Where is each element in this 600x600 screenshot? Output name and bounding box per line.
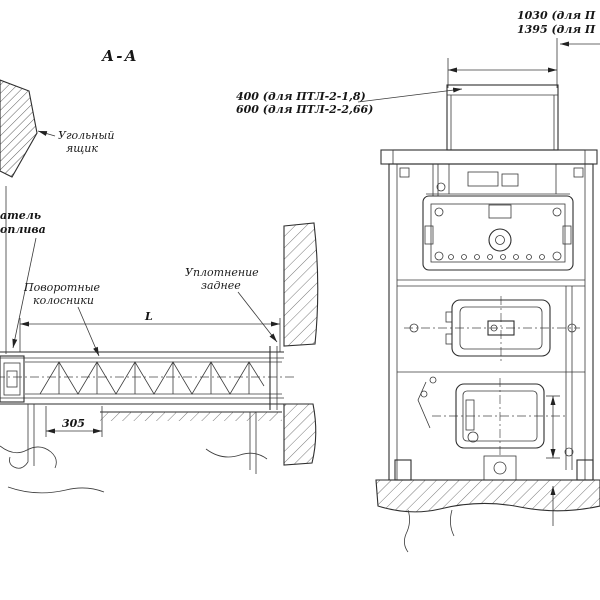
dim-600-text: 600 (для ПТЛ-2-2,66) — [236, 103, 373, 116]
upper-fittings — [426, 164, 570, 196]
seal-leader — [237, 291, 278, 343]
dim-400-text: 400 (для ПТЛ-2-1,8) — [236, 90, 366, 103]
coal-box — [0, 79, 56, 178]
right-pipe — [546, 286, 574, 470]
rear-wall — [283, 222, 319, 466]
burner-assembly — [422, 195, 574, 271]
lower-door — [417, 376, 568, 458]
coal-box-label-line1: Угольный — [58, 129, 114, 142]
seal-label-line2: заднее — [201, 279, 241, 292]
ash-lever — [417, 381, 431, 429]
coal-box-label-line2: ящик — [66, 142, 98, 155]
dim-length-text: L — [144, 310, 153, 323]
chimney-duct — [446, 84, 559, 194]
section-title: А-А — [101, 47, 139, 65]
left-section-view: А-А Угольный ящик атель оплива Поворотны… — [0, 47, 319, 494]
dim-duct-width — [447, 38, 558, 88]
middle-door — [404, 296, 580, 362]
front-view: 1030 (для П 1395 (для П 400 (для ПТЛ-2-1… — [236, 9, 600, 553]
foundation — [375, 455, 600, 553]
grates-label-line2: колосники — [33, 294, 94, 307]
ground-hatch — [100, 411, 282, 421]
screw-conveyor — [0, 346, 294, 410]
dim-305: 305 — [45, 406, 103, 437]
grates-label-line1: Поворотные — [23, 281, 101, 294]
dim-1030-text: 1030 (для П — [517, 9, 596, 22]
feeder-label-line1: атель — [0, 209, 41, 222]
door-handle — [487, 320, 515, 336]
grates-leader — [77, 306, 100, 357]
bolt-row — [448, 254, 545, 260]
boiler-body — [388, 163, 594, 481]
dim-305-text: 305 — [62, 417, 85, 430]
seal-label-line1: Уплотнение — [185, 266, 259, 279]
dim-length-L: L — [19, 310, 281, 352]
feeder-leader — [12, 237, 37, 349]
supports-and-breaks — [0, 404, 268, 494]
dim-1395-text: 1395 (для П — [517, 23, 596, 36]
feeder-label-line2: оплива — [0, 223, 46, 236]
duct-dim-leader — [357, 87, 463, 103]
top-plate — [380, 149, 598, 165]
